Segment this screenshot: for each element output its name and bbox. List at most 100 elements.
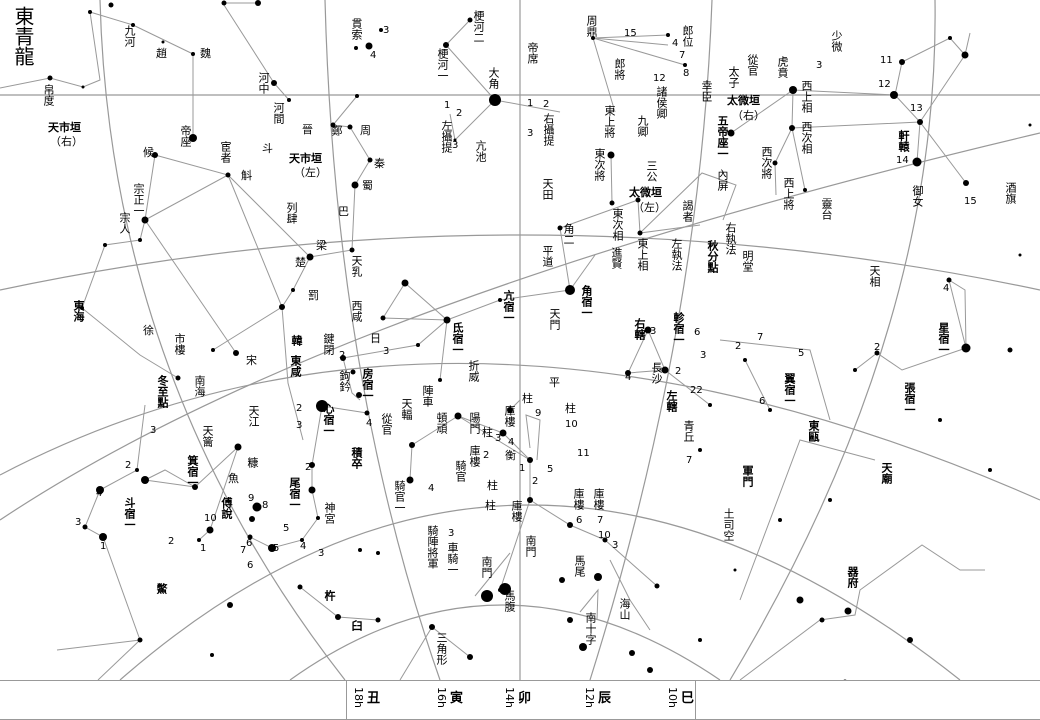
star	[743, 358, 747, 362]
star-number: 3	[383, 25, 390, 36]
asterism-label: 西上將	[782, 177, 795, 210]
star	[175, 375, 181, 381]
star	[335, 614, 341, 620]
asterism-label: 從官	[380, 413, 393, 435]
asterism-label: 虎賁	[776, 56, 789, 78]
star	[489, 94, 501, 106]
star	[625, 370, 631, 376]
star	[453, 138, 457, 142]
constellation-line	[609, 559, 651, 631]
asterism-label: 傅說	[220, 497, 233, 519]
asterism-label: 庫樓	[510, 500, 523, 522]
star	[443, 316, 451, 324]
star	[609, 200, 615, 206]
asterism-label: 西咸	[350, 300, 363, 322]
star	[355, 94, 359, 98]
asterism-label: 左攝提	[440, 120, 453, 153]
asterism-label: （左）	[633, 201, 666, 214]
star	[416, 343, 420, 347]
star	[47, 75, 53, 81]
asterism-label: 太微垣	[727, 94, 760, 107]
constellation-line	[592, 37, 616, 113]
asterism-label: 柱	[565, 402, 576, 415]
asterism-label: 市樓	[173, 333, 186, 355]
star	[963, 180, 969, 186]
asterism-label: 貫索	[350, 18, 363, 40]
constellation-line	[739, 544, 985, 680]
star	[227, 602, 233, 608]
star	[499, 429, 507, 437]
star	[988, 468, 992, 472]
star	[252, 502, 262, 512]
star-number: 10	[598, 530, 611, 541]
star	[364, 410, 370, 416]
star	[80, 306, 84, 310]
asterism-label: 五帝座一	[716, 115, 729, 159]
star-number: 3	[75, 517, 82, 528]
star-number: 1	[444, 100, 451, 111]
star	[565, 285, 575, 295]
star	[221, 0, 227, 6]
star	[907, 637, 913, 643]
star-number: 9	[535, 408, 542, 419]
star	[579, 643, 587, 651]
star	[309, 462, 315, 468]
star	[946, 277, 952, 283]
asterism-label: 巴	[338, 205, 349, 218]
asterism-label: 鱉	[155, 583, 168, 594]
asterism-label: 太子	[727, 66, 740, 88]
star	[527, 457, 533, 463]
star	[467, 654, 473, 660]
asterism-label: 日	[370, 332, 381, 345]
star	[843, 679, 847, 680]
star	[358, 548, 362, 552]
asterism-label: 郎位	[681, 25, 694, 47]
star	[379, 28, 383, 32]
star	[698, 638, 702, 642]
declination-arc	[0, 362, 1040, 501]
asterism-label: 馬尾	[573, 555, 586, 577]
asterism-label: 列肆	[285, 202, 298, 224]
constellation-line	[89, 11, 194, 138]
asterism-label: 梗河二	[472, 10, 485, 43]
asterism-label: 東上相	[636, 238, 649, 271]
star-number: 4	[300, 541, 307, 552]
star	[454, 412, 462, 420]
star	[206, 526, 214, 534]
ruler-divider	[695, 681, 696, 720]
star	[350, 369, 356, 375]
star	[607, 151, 615, 159]
star-number: 7	[679, 50, 686, 61]
asterism-label: 秋分點	[706, 240, 719, 273]
star-number: 3	[816, 60, 823, 71]
star	[772, 160, 778, 166]
star	[559, 577, 565, 583]
asterism-label: 陣車	[421, 385, 434, 407]
star-number: 2	[735, 341, 742, 352]
star-number: 6	[576, 515, 583, 526]
star-number: 7	[597, 515, 604, 526]
star	[271, 80, 277, 86]
star	[268, 544, 276, 552]
asterism-label: 心宿一	[322, 403, 335, 436]
star	[99, 533, 107, 541]
asterism-label: 騎官	[454, 460, 467, 482]
star	[225, 172, 231, 178]
star-number: 4	[672, 38, 679, 49]
star-number: 3	[650, 326, 657, 337]
star	[899, 59, 905, 65]
asterism-label: 氐宿一	[451, 322, 464, 355]
constellation-line	[579, 588, 599, 621]
asterism-label: 陽門	[468, 412, 481, 434]
star-number: 2	[874, 342, 881, 353]
asterism-label: 罰	[308, 289, 319, 302]
star-number: 2	[532, 476, 539, 487]
asterism-label: 三角形	[435, 632, 448, 665]
asterism-label: 車騎一	[446, 542, 459, 575]
star	[844, 607, 852, 615]
asterism-label: 秦	[374, 157, 385, 170]
hour-label: 10h	[666, 687, 679, 708]
